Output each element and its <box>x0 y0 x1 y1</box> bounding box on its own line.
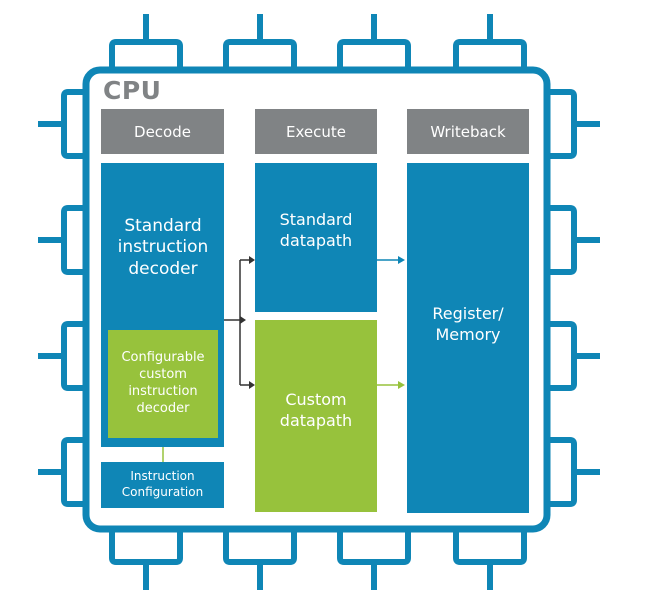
right-pins <box>547 89 600 507</box>
cpu-pin-icon <box>453 14 527 70</box>
custom-datapath-block: Custom datapath <box>255 320 377 512</box>
writeback-stage-header: Writeback <box>407 109 529 154</box>
arrows <box>159 256 405 462</box>
standard-decoder-label: Standard instruction decoder <box>117 216 209 279</box>
standard-datapath-label: Standard datapath <box>279 209 353 250</box>
cpu-pin-icon <box>109 529 183 590</box>
execute-stage-label: Execute <box>286 122 346 141</box>
cpu-pin-icon <box>223 529 297 590</box>
register-memory-block: Register/ Memory <box>407 163 529 513</box>
cpu-pin-icon <box>547 321 600 391</box>
cpu-title: CPU <box>103 76 162 105</box>
cpu-pin-icon <box>547 205 600 275</box>
cpu-pin-icon <box>38 89 86 159</box>
arrow-head-icon <box>240 316 246 324</box>
arrow-head-icon <box>398 256 405 264</box>
left-pins <box>38 89 86 507</box>
custom-datapath-label: Custom datapath <box>279 390 353 430</box>
arrow-head-icon <box>249 381 255 389</box>
custom-decoder-label: Configurable custom instruction decoder <box>121 350 205 416</box>
cpu-pin-icon <box>38 321 86 391</box>
arrow-head-icon <box>249 256 255 264</box>
cpu-pin-icon <box>109 14 183 70</box>
decode-stage-label: Decode <box>134 122 191 141</box>
decode-stage-header: Decode <box>101 109 224 154</box>
cpu-pin-icon <box>547 437 600 507</box>
cpu-pin-icon <box>223 14 297 70</box>
register-memory-label: Register/ Memory <box>432 304 504 344</box>
standard-datapath-block: Standard datapath <box>255 163 377 312</box>
bottom-pins <box>109 529 527 590</box>
custom-decoder-block: Configurable custom instruction decoder <box>108 330 218 438</box>
instruction-config-block: Instruction Configuration <box>101 462 224 508</box>
cpu-pin-icon <box>38 437 86 507</box>
writeback-stage-label: Writeback <box>430 122 506 141</box>
arrow-head-icon <box>398 381 405 389</box>
execute-stage-header: Execute <box>255 109 377 154</box>
cpu-pin-icon <box>547 89 600 159</box>
cpu-pin-icon <box>453 529 527 590</box>
cpu-pin-icon <box>337 529 411 590</box>
instruction-config-label: Instruction Configuration <box>121 469 204 499</box>
cpu-pin-icon <box>38 205 86 275</box>
cpu-pin-icon <box>337 14 411 70</box>
top-pins <box>109 14 527 70</box>
